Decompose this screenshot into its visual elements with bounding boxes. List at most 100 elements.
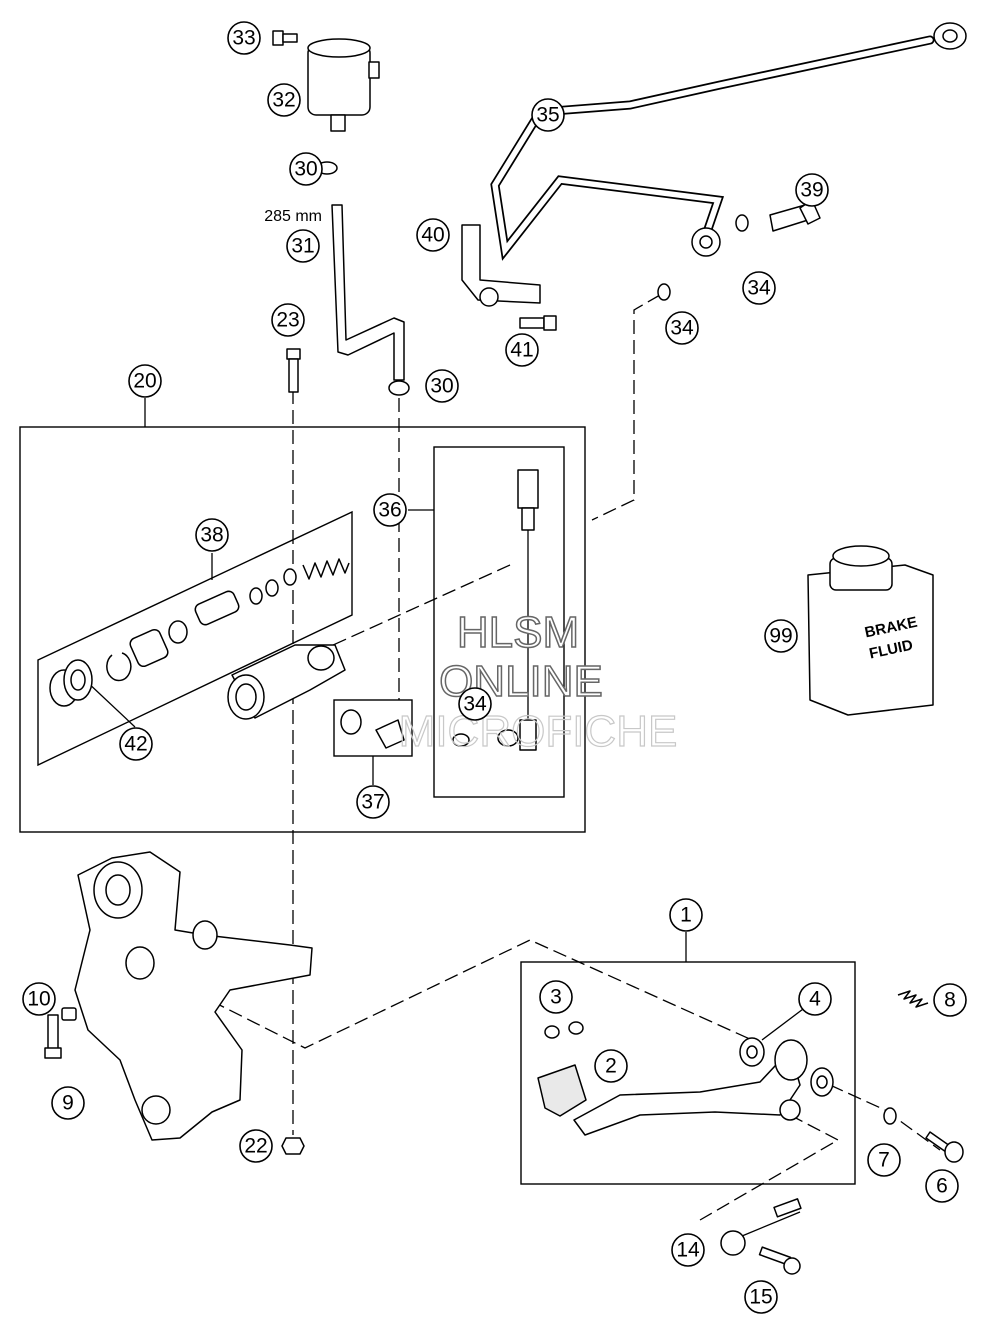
callout-35: 35 (531, 98, 565, 132)
callout-20: 20 (128, 364, 162, 398)
reservoir-32 (307, 38, 380, 132)
svg-text:34: 34 (463, 693, 487, 716)
svg-text:42: 42 (124, 733, 147, 756)
svg-text:36: 36 (378, 499, 401, 522)
svg-text:39: 39 (800, 179, 823, 202)
bolt-9 (44, 1014, 62, 1059)
hose-31 (331, 204, 405, 381)
callout-36: 36 (373, 493, 407, 527)
callout-38: 38 (195, 518, 229, 552)
bolt-23 (286, 348, 301, 393)
svg-text:34: 34 (747, 277, 771, 300)
brake-light-switch-36 (497, 469, 539, 751)
svg-text:33: 33 (232, 27, 255, 50)
svg-text:35: 35 (536, 104, 559, 127)
leader-42 (84, 679, 136, 728)
callout-10: 10 (22, 982, 56, 1016)
callout-30-top: 30 (289, 152, 323, 186)
svg-text:15: 15 (749, 1286, 772, 1309)
callout-23: 23 (271, 303, 305, 337)
svg-text:34: 34 (670, 317, 694, 340)
assembly-box-1 (520, 961, 856, 1185)
kit-37 (340, 709, 405, 749)
svg-text:10: 10 (27, 988, 50, 1011)
callout-7: 7 (867, 1143, 901, 1177)
dash-line-frame-pedal (139, 939, 753, 1049)
callout-30-bottom: 30 (425, 369, 459, 403)
washer-34-b (735, 214, 749, 232)
svg-text:4: 4 (809, 988, 821, 1011)
svg-text:99: 99 (769, 625, 792, 648)
screw-15 (758, 1246, 801, 1275)
svg-text:8: 8 (944, 989, 956, 1012)
callout-41: 41 (505, 333, 539, 367)
circlip (106, 652, 132, 682)
watermark-line1: HLSM (457, 608, 579, 657)
svg-text:23: 23 (276, 309, 299, 332)
banjo-bolt-39 (769, 199, 821, 232)
callout-14: 14 (671, 1233, 705, 1267)
callout-32: 32 (267, 83, 301, 117)
master-cylinder-body (227, 644, 346, 720)
callout-99: 99 (764, 619, 798, 653)
washer-34-a (657, 283, 671, 301)
nut-22 (281, 1137, 305, 1155)
callout-34-in-box: 34 (458, 687, 492, 721)
callout-4: 4 (798, 982, 832, 1016)
piston-38 (194, 590, 240, 626)
washers-38 (249, 568, 297, 605)
callout-34-right: 34 (742, 271, 776, 305)
callout-15: 15 (744, 1280, 778, 1314)
svg-text:30: 30 (430, 375, 453, 398)
piston-sleeve (129, 620, 188, 668)
svg-text:22: 22 (244, 1135, 267, 1158)
callout-42: 42 (119, 727, 153, 761)
svg-text:3: 3 (550, 986, 562, 1009)
svg-text:31: 31 (291, 235, 314, 258)
frame-bracket (74, 851, 313, 1141)
svg-text:30: 30 (294, 158, 317, 181)
watermark-line3: MICROFICHE (399, 707, 678, 756)
svg-text:2: 2 (605, 1055, 617, 1078)
dash-line-pedal-7 (829, 1084, 941, 1151)
callout-6: 6 (925, 1169, 959, 1203)
hose-length-label: 285 mm (264, 208, 322, 225)
bolt-6 (925, 1131, 964, 1163)
bushing-4-a (739, 1037, 765, 1067)
svg-text:37: 37 (361, 791, 384, 814)
washer-7 (883, 1107, 897, 1125)
brake-line-35-inner (492, 37, 933, 257)
banjo-fitting-lower (691, 227, 721, 257)
bolt-33 (272, 30, 298, 46)
svg-text:14: 14 (676, 1239, 700, 1262)
washer-34-c (452, 733, 470, 747)
svg-text:32: 32 (272, 89, 295, 112)
clamp-30-bottom (388, 380, 410, 396)
svg-text:1: 1 (680, 904, 692, 927)
pedal-step-2 (537, 1064, 587, 1117)
spring-38 (302, 558, 350, 580)
svg-text:40: 40 (421, 224, 444, 247)
brake-pedal-arm (573, 1039, 808, 1136)
svg-text:7: 7 (878, 1149, 890, 1172)
callout-34-mid: 34 (665, 311, 699, 345)
svg-text:9: 9 (62, 1092, 74, 1115)
svg-text:41: 41 (510, 339, 533, 362)
brake-fluid-can-99: BRAKE FLUID (807, 545, 934, 716)
banjo-fitting-top (933, 22, 967, 50)
callout-39: 39 (795, 173, 829, 207)
bolt-41 (519, 315, 557, 331)
hose-guide-40 (461, 224, 541, 307)
dash-line-36-38 (299, 564, 511, 661)
return-spring-8 (897, 990, 929, 1008)
push-rod-14 (720, 1198, 802, 1256)
dash-line-34-36 (591, 294, 661, 521)
callout-9: 9 (51, 1086, 85, 1120)
callout-2: 2 (594, 1049, 628, 1083)
assembly-box-36 (433, 446, 565, 798)
bushing-4-b (810, 1067, 834, 1097)
callout-8: 8 (933, 983, 967, 1017)
seal-kit-42 (49, 659, 93, 707)
callout-1: 1 (669, 898, 703, 932)
